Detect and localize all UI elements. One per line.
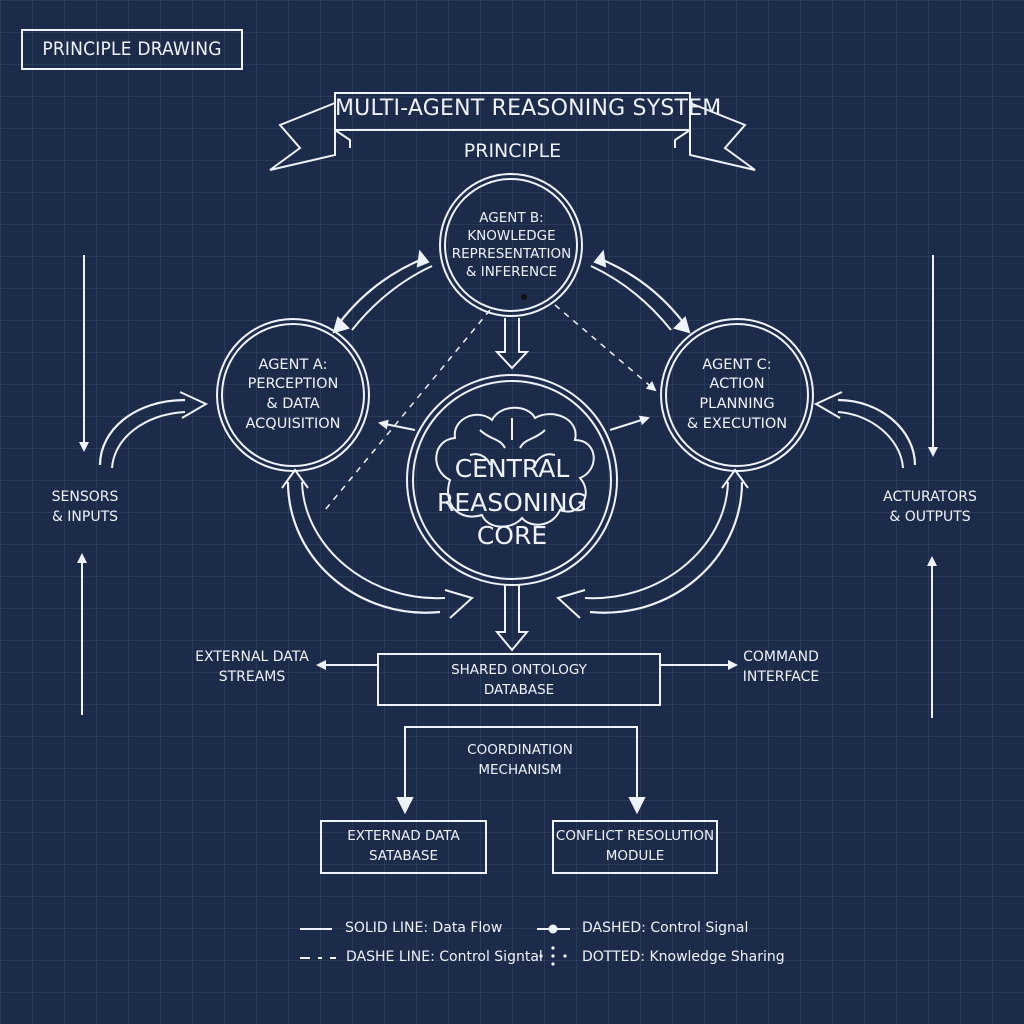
- banner-title: MULTI-AGENT REASONING SYSTEM: [335, 96, 722, 121]
- legend-dashe-label: DASHE LINE: Control Signtal: [346, 949, 543, 965]
- conflict-label: CONFLICT RESOLUTION MODULE: [553, 823, 717, 871]
- conflict-line-2: MODULE: [605, 848, 665, 864]
- command-line-1: COMMAND: [743, 649, 819, 666]
- agent-b-label: AGENT B: KNOWLEDGE REPRESENTATION & INFE…: [445, 200, 578, 290]
- arrow-b-to-c: [597, 256, 684, 323]
- conflict-box: [552, 820, 718, 874]
- legend-solid-label: SOLID LINE: Data Flow: [345, 920, 503, 936]
- agent-c-line-4: & EXECUTION: [686, 415, 788, 432]
- arrow-sensors-to-a: [98, 398, 186, 466]
- dashed-b-to-c: [554, 304, 657, 392]
- agent-a-line-2: PERCEPTION: [247, 376, 339, 393]
- agent-a-label: AGENT A: PERCEPTION & DATA ACQUISITION: [225, 352, 361, 438]
- core-line-1: CENTRAL: [454, 453, 570, 483]
- agent-c-circle: [660, 318, 814, 472]
- brain-outline-icon: [435, 406, 595, 528]
- agent-c-line-1: AGENT C:: [702, 356, 772, 373]
- agent-a-circle: [216, 318, 370, 472]
- conflict-line-1: CONFLICT RESOLUTION: [555, 828, 715, 845]
- external-db-line-1: EXTERNAD DATA: [347, 828, 460, 845]
- actuators-label: ACTURATORS & OUTPUTS: [868, 486, 992, 530]
- external-db-label: EXTERNAD DATA SATABASE: [321, 823, 486, 871]
- agent-a-line-3: & DATA: [266, 396, 320, 412]
- coordination-label: COORDINATION MECHANISM: [450, 740, 590, 782]
- agent-b-line-3: REPRESENTATION: [451, 246, 572, 262]
- legend-dotted-label: DOTTED: Knowledge Sharing: [582, 949, 785, 965]
- core-line-2: REASONING: [437, 487, 587, 517]
- legend-dotted-symbol: [539, 946, 567, 966]
- core-circle: [406, 374, 618, 586]
- command-interface-label: COMMAND INTERFACE: [736, 648, 826, 688]
- actuators-line-1: ACTURATORS: [883, 489, 977, 506]
- agent-b-circle: [439, 173, 583, 317]
- agent-a-line-4: ACQUISITION: [245, 415, 341, 432]
- coordination-line-2: MECHANISM: [478, 762, 562, 778]
- sensors-line-2: & INPUTS: [51, 509, 119, 525]
- coordination-bracket: [404, 726, 638, 810]
- ontology-label: SHARED ONTOLOGY DATABASE: [378, 656, 660, 704]
- agent-a-line-1: AGENT A:: [258, 356, 328, 373]
- ontology-line-1: SHARED ONTOLOGY: [451, 661, 587, 678]
- core-label: CENTRAL REASONING CORE: [420, 445, 604, 560]
- core-line-3: CORE: [476, 521, 548, 551]
- banner-subtitle: PRINCIPLE: [463, 140, 562, 162]
- agent-b-line-2: KNOWLEDGE: [467, 227, 556, 244]
- actuators-line-2: & OUTPUTS: [889, 509, 971, 525]
- banner-ribbon: [269, 92, 756, 171]
- corner-label: PRINCIPLE DRAWING: [21, 29, 243, 70]
- coordination-line-1: COORDINATION: [467, 742, 573, 759]
- arrow-c-to-core-curve: [589, 481, 744, 614]
- arrow-core-to-a: [378, 419, 416, 431]
- dashed-b-to-a: [324, 309, 491, 511]
- agent-c-line-2: ACTION: [709, 376, 765, 393]
- agent-b-line-4: & INFERENCE: [465, 264, 558, 281]
- external-db-line-2: SATABASE: [368, 848, 439, 864]
- legend-dashed-marker-label: DASHED: Control Signal: [582, 920, 749, 936]
- external-streams-label: EXTERNAL DATA STREAMS: [190, 648, 314, 688]
- arrow-a-to-core-curve: [286, 481, 441, 614]
- command-line-2: INTERFACE: [742, 669, 820, 685]
- external-db-box: [320, 820, 487, 874]
- agent-b-line-1: AGENT B:: [479, 209, 544, 226]
- external-streams-line-1: EXTERNAL DATA: [195, 649, 309, 666]
- arrow-c-to-actuators: [837, 398, 917, 466]
- sensors-label: SENSORS & INPUTS: [35, 486, 135, 530]
- arrow-core-to-ontology: [494, 585, 530, 652]
- arrow-core-to-c: [609, 415, 650, 431]
- external-streams-line-2: STREAMS: [218, 669, 286, 685]
- agent-c-line-3: PLANNING: [699, 396, 775, 412]
- ontology-box: [377, 653, 661, 706]
- arrow-b-to-a: [339, 256, 426, 323]
- ontology-line-2: DATABASE: [483, 682, 555, 698]
- arrow-b-to-core: [494, 318, 530, 370]
- sensors-line-1: SENSORS: [51, 489, 119, 506]
- agent-c-label: AGENT C: ACTION PLANNING & EXECUTION: [670, 352, 804, 438]
